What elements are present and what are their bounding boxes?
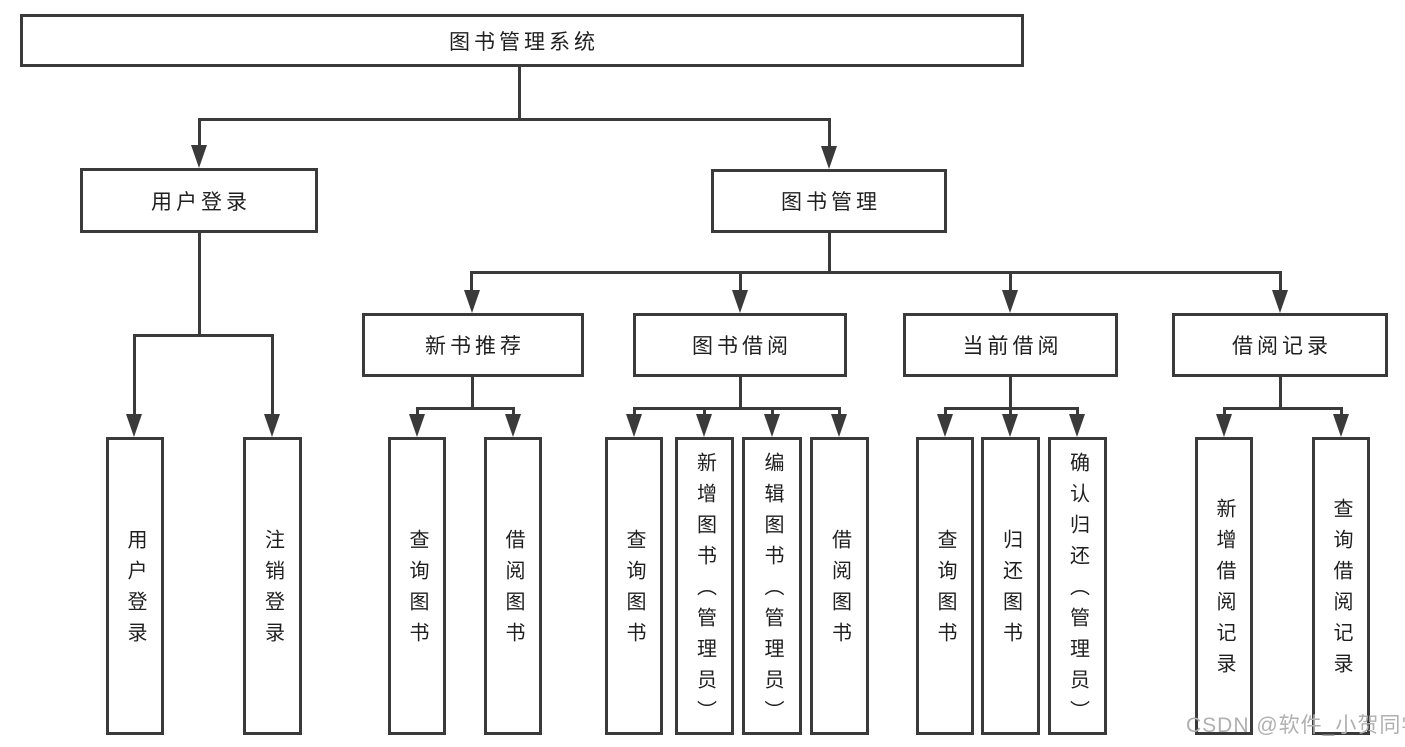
connector-line bbox=[1076, 407, 1079, 417]
node-label: 查询图书 bbox=[934, 529, 956, 653]
connector-line bbox=[1009, 407, 1012, 417]
node-book-borrowing: 图书借阅 bbox=[633, 313, 847, 377]
connector-line bbox=[133, 334, 136, 416]
watermark: CSDN @软件_小贺同学 bbox=[1186, 714, 1405, 737]
node-label: 查询图书 bbox=[406, 529, 428, 653]
node-book-management: 图书管理 bbox=[711, 169, 947, 233]
leaf-logout: 注销登录 bbox=[243, 437, 302, 735]
node-label: 查询借阅记录 bbox=[1330, 498, 1352, 684]
node-label: 借阅记录 bbox=[1232, 335, 1332, 358]
leaf-query-books-borrowing: 查询图书 bbox=[605, 437, 663, 735]
arrowhead-down-icon bbox=[191, 145, 207, 168]
connector-line bbox=[1279, 271, 1282, 293]
node-user-login: 用户登录 bbox=[80, 168, 318, 233]
connector-line bbox=[416, 407, 419, 417]
node-label: 图书管理系统 bbox=[449, 30, 599, 54]
node-label: 新增图书（管理员） bbox=[693, 451, 716, 731]
leaf-add-books-admin: 新增图书（管理员） bbox=[675, 437, 734, 735]
arrowhead-down-icon bbox=[626, 414, 642, 437]
arrowhead-down-icon bbox=[821, 146, 837, 169]
arrowhead-down-icon bbox=[126, 414, 142, 437]
leaf-borrow-books: 借阅图书 bbox=[810, 437, 869, 735]
arrowhead-down-icon bbox=[1002, 414, 1018, 437]
connector-line bbox=[470, 271, 473, 293]
node-new-book-recommendation: 新书推荐 bbox=[362, 313, 584, 377]
arrowhead-down-icon bbox=[409, 414, 425, 437]
node-label: 用户登录 bbox=[124, 529, 146, 653]
leaf-edit-books-admin: 编辑图书（管理员） bbox=[742, 437, 802, 735]
arrowhead-down-icon bbox=[1333, 414, 1349, 437]
arrowhead-down-icon bbox=[505, 414, 521, 437]
node-label: 新书推荐 bbox=[425, 335, 525, 358]
connector-line bbox=[1223, 407, 1226, 417]
leaf-query-books-recommend: 查询图书 bbox=[388, 437, 446, 735]
connector-line bbox=[828, 118, 831, 148]
node-borrowing-records: 借阅记录 bbox=[1172, 313, 1388, 377]
arrowhead-down-icon bbox=[1216, 414, 1232, 437]
node-label: 确认归还（管理员） bbox=[1066, 451, 1089, 731]
connector-line bbox=[739, 271, 742, 293]
node-label: 借阅图书 bbox=[828, 529, 851, 653]
connector-line bbox=[470, 271, 1281, 274]
connector-line bbox=[1223, 407, 1343, 410]
node-label: 查询图书 bbox=[623, 529, 645, 653]
connector-line bbox=[838, 407, 841, 417]
connector-line bbox=[133, 334, 274, 337]
arrowhead-down-icon bbox=[696, 414, 712, 437]
arrowhead-down-icon bbox=[937, 414, 953, 437]
connector-line bbox=[471, 377, 474, 407]
connector-line bbox=[771, 407, 774, 417]
connector-line bbox=[198, 118, 831, 121]
node-label: 归还图书 bbox=[999, 529, 1022, 653]
node-current-borrowing: 当前借阅 bbox=[903, 313, 1118, 377]
node-label: 借阅图书 bbox=[502, 529, 524, 653]
leaf-query-borrow-record: 查询借阅记录 bbox=[1312, 437, 1370, 735]
arrowhead-down-icon bbox=[831, 414, 847, 437]
connector-line bbox=[271, 334, 274, 416]
node-label: 图书管理 bbox=[781, 191, 881, 214]
connector-line bbox=[1009, 271, 1012, 293]
arrowhead-down-icon bbox=[1069, 414, 1085, 437]
leaf-borrow-books-recommend: 借阅图书 bbox=[484, 437, 542, 735]
connector-line bbox=[1340, 407, 1343, 417]
node-label: 注销登录 bbox=[261, 529, 284, 653]
node-label: 新增借阅记录 bbox=[1213, 498, 1235, 684]
arrowhead-down-icon bbox=[764, 414, 780, 437]
connector-line bbox=[944, 407, 947, 417]
arrowhead-down-icon bbox=[1002, 290, 1018, 313]
connector-line bbox=[512, 407, 515, 417]
leaf-add-borrow-record: 新增借阅记录 bbox=[1195, 437, 1253, 735]
node-label: 编辑图书（管理员） bbox=[761, 451, 783, 731]
connector-line bbox=[198, 118, 201, 148]
connector-line bbox=[198, 233, 201, 337]
leaf-confirm-return-admin: 确认归还（管理员） bbox=[1048, 437, 1107, 735]
connector-line bbox=[1279, 377, 1282, 407]
leaf-user-login: 用户登录 bbox=[106, 437, 164, 735]
connector-line bbox=[633, 407, 841, 410]
node-label: 当前借阅 bbox=[962, 335, 1063, 358]
leaf-return-books: 归还图书 bbox=[981, 437, 1040, 735]
leaf-query-books-current: 查询图书 bbox=[916, 437, 974, 735]
connector-line bbox=[518, 67, 521, 118]
node-library-management-system: 图书管理系统 bbox=[20, 14, 1024, 67]
arrowhead-down-icon bbox=[1272, 290, 1288, 313]
connector-line bbox=[703, 407, 706, 417]
connector-line bbox=[739, 377, 742, 407]
connector-line bbox=[633, 407, 636, 417]
arrowhead-down-icon bbox=[264, 414, 280, 437]
node-label: 用户登录 bbox=[151, 190, 251, 214]
connector-line bbox=[1009, 377, 1012, 407]
connector-line bbox=[828, 233, 831, 271]
arrowhead-down-icon bbox=[732, 290, 748, 313]
connector-line bbox=[416, 407, 515, 410]
node-label: 图书借阅 bbox=[692, 335, 792, 358]
arrowhead-down-icon bbox=[464, 290, 480, 313]
